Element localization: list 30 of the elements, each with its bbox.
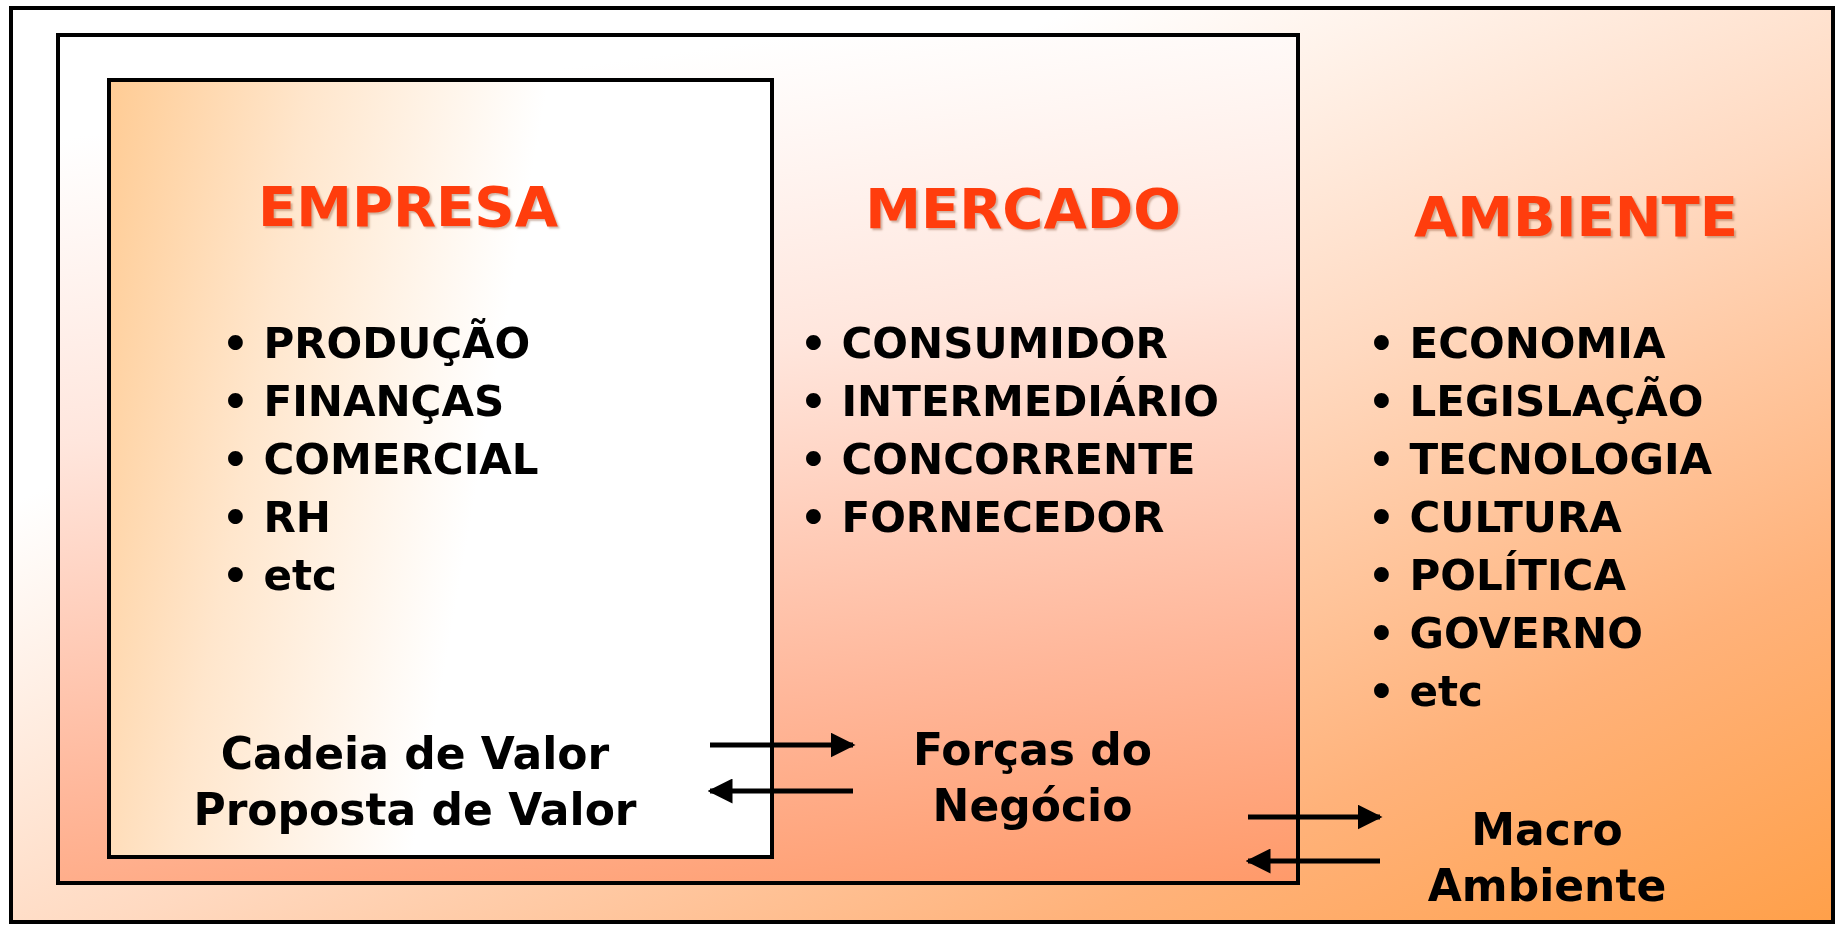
value-chain-text: Proposta de Valor: [193, 783, 637, 837]
arrow: [1248, 804, 1383, 830]
arrow: [1245, 848, 1380, 874]
environment-frame: [9, 6, 1835, 924]
section-title: EMPRESA: [257, 174, 559, 239]
list-item: • ECONOMIA: [1368, 318, 1667, 370]
value-chain-text: Cadeia de Valor: [220, 727, 610, 781]
market-frame: [56, 33, 1300, 885]
list-item: • CULTURA: [1368, 492, 1623, 544]
section-title: MERCADO: [865, 176, 1181, 241]
section-title: AMBIENTE: [1413, 184, 1739, 249]
arrow: [707, 778, 853, 804]
list-item: • etc: [222, 550, 338, 602]
list-item: • TECNOLOGIA: [1368, 434, 1713, 486]
macro-environment-text: Macro Ambiente: [1426, 803, 1668, 913]
arrow: [710, 732, 856, 758]
list-item: • FORNECEDOR: [800, 492, 1166, 544]
list-item: • CONSUMIDOR: [800, 318, 1169, 370]
list-item: • PRODUÇÃO: [222, 317, 532, 370]
list-item: • COMERCIAL: [222, 434, 539, 486]
business-forces-text: Forças do Negócio: [911, 723, 1154, 833]
list-item: • FINANÇAS: [222, 376, 506, 428]
list-item: • LEGISLAÇÃO: [1368, 375, 1705, 428]
company-frame: [107, 78, 774, 859]
list-item: • CONCORRENTE: [800, 434, 1197, 486]
list-item: • etc: [1368, 666, 1484, 718]
list-item: • INTERMEDIÁRIO: [800, 375, 1220, 428]
list-item: • GOVERNO: [1368, 608, 1644, 660]
list-item: • RH: [222, 492, 332, 544]
list-item: • POLÍTICA: [1368, 549, 1627, 602]
